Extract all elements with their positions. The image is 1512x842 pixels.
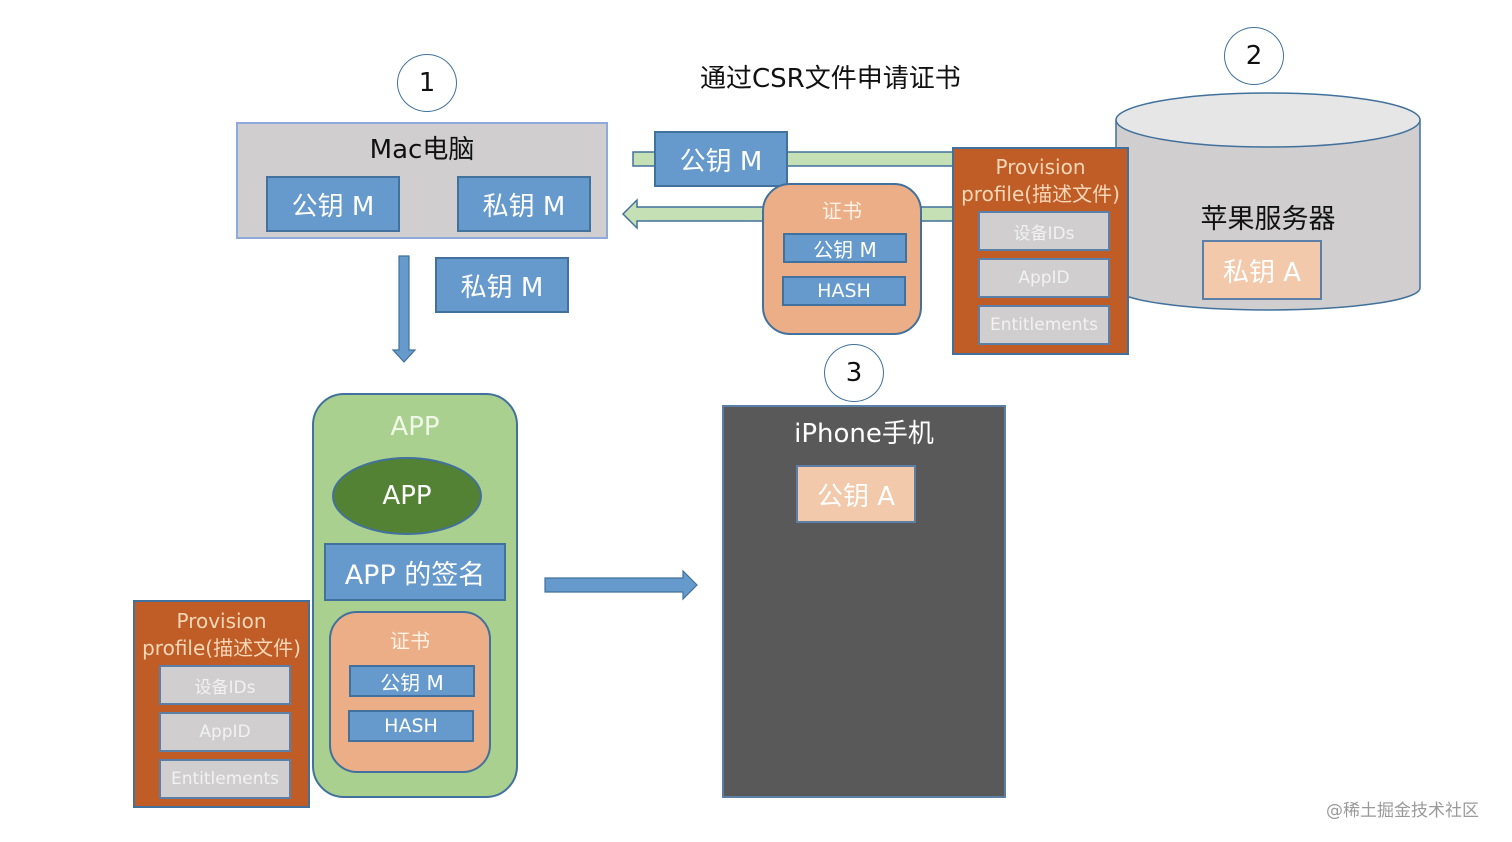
app-executable: APP <box>332 457 482 535</box>
provision-top-title-line1: Provision <box>995 155 1086 179</box>
mac-public-key: 公钥 M <box>266 176 400 232</box>
provision-top-app-id: AppID <box>978 258 1110 298</box>
provision-profile-bottom: Provision profile(描述文件) 设备IDs AppID Enti… <box>133 600 310 808</box>
certificate-top-title: 证书 <box>822 199 862 223</box>
app-bundle: APP APP APP 的签名 证书 公钥 M HASH <box>312 393 518 798</box>
step-marker-2: 2 <box>1224 27 1284 85</box>
provision-top-device-ids: 设备IDs <box>978 211 1110 251</box>
mac-computer: Mac电脑 公钥 M 私钥 M <box>236 122 608 239</box>
apple-server-title: 苹果服务器 <box>1200 203 1336 235</box>
apple-server-cylinder <box>1115 92 1421 311</box>
provision-bottom-app-id: AppID <box>159 712 291 752</box>
watermark: @稀土掘金技术社区 <box>1326 801 1479 821</box>
provision-top-entitlements: Entitlements <box>978 305 1110 345</box>
mac-title: Mac电脑 <box>369 134 475 165</box>
certificate-top: 证书 公钥 M HASH <box>762 183 922 335</box>
provision-profile-top: Provision profile(描述文件) 设备IDs AppID Enti… <box>952 147 1129 355</box>
app-signature: APP 的签名 <box>324 543 506 601</box>
step-marker-1: 1 <box>397 54 457 112</box>
diagram-title: 通过CSR文件申请证书 <box>700 64 961 94</box>
provision-bottom-entitlements: Entitlements <box>159 759 291 799</box>
down-arrow <box>391 255 417 363</box>
app-certificate-title: 证书 <box>390 629 430 653</box>
certificate-top-hash: HASH <box>782 276 906 306</box>
provision-top-title-line2: profile(描述文件) <box>961 182 1120 206</box>
certificate-top-public-key: 公钥 M <box>783 233 907 263</box>
csr-public-key: 公钥 M <box>654 131 788 187</box>
iphone: iPhone手机 公钥 A <box>722 405 1006 798</box>
iphone-title: iPhone手机 <box>794 418 934 449</box>
step-marker-3: 3 <box>824 344 884 402</box>
provision-bottom-device-ids: 设备IDs <box>159 665 291 705</box>
provision-bottom-title-line2: profile(描述文件) <box>142 636 301 660</box>
app-certificate: 证书 公钥 M HASH <box>329 611 491 773</box>
install-arrow <box>544 569 698 601</box>
provision-bottom-title-line1: Provision <box>176 609 267 633</box>
mac-private-key: 私钥 M <box>457 176 591 232</box>
iphone-public-key: 公钥 A <box>796 465 916 523</box>
transfer-private-key: 私钥 M <box>435 257 569 313</box>
apple-server-private-key: 私钥 A <box>1202 240 1322 300</box>
app-certificate-hash: HASH <box>348 710 474 742</box>
app-certificate-public-key: 公钥 M <box>349 665 475 697</box>
app-bundle-title: APP <box>390 412 440 442</box>
